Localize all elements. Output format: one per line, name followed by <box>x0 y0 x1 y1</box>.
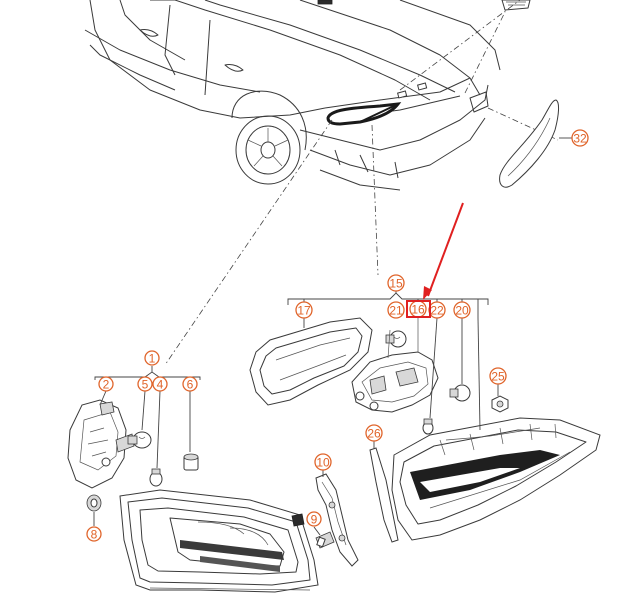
callout-8: 8 <box>86 526 102 542</box>
callout-text: 9 <box>311 513 318 527</box>
part-10-bracket <box>315 470 359 567</box>
callout-text: 20 <box>455 304 469 318</box>
part-1-outer-tail-light <box>119 489 319 593</box>
callout-text: 4 <box>157 378 164 392</box>
callout-text: 8 <box>91 528 98 542</box>
part-32-reflector <box>499 99 572 188</box>
callout-32: 32 <box>571 129 589 147</box>
part-4-small-bulb <box>149 390 163 487</box>
part-16-bulb-carrier <box>351 318 439 413</box>
car-body-illustration <box>84 0 531 191</box>
callout-1: 1 <box>144 350 160 366</box>
callout-text: 2 <box>103 378 110 392</box>
callout-text: 5 <box>142 378 149 392</box>
part-9-screw <box>313 526 335 549</box>
callout-5: 5 <box>137 376 153 392</box>
callout-text: 1 <box>149 352 156 366</box>
highlight-arrow <box>423 202 464 300</box>
callout-16: 16 <box>409 300 427 318</box>
callout-4: 4 <box>152 376 168 392</box>
callout-6: 6 <box>182 376 198 392</box>
callout-10: 10 <box>314 453 332 471</box>
callout-22: 22 <box>428 301 446 319</box>
callout-text: 25 <box>491 370 505 384</box>
part-5-bulb <box>127 390 152 449</box>
callout-text: 21 <box>389 304 403 318</box>
callout-text: 26 <box>367 427 381 441</box>
leader-lines <box>164 0 559 366</box>
part-25-nut <box>491 384 509 413</box>
inner-tail-light <box>391 317 601 541</box>
callout-text: 22 <box>430 304 444 318</box>
part-20-bulb <box>449 318 471 402</box>
part-2-bulb-holder <box>67 390 135 489</box>
callout-17: 17 <box>295 301 313 319</box>
callout-text: 15 <box>389 277 403 291</box>
callout-text: 16 <box>411 303 425 317</box>
callout-21: 21 <box>387 301 405 319</box>
callout-25: 25 <box>489 367 507 385</box>
callout-20: 20 <box>453 301 471 319</box>
callout-text: 10 <box>316 456 330 470</box>
part-8-grommet <box>86 494 102 526</box>
part-26-seal <box>369 441 399 543</box>
callout-labels: 1 2 45 6 8 9 10 15 16 17 20 21 22 25 26 32 <box>86 129 589 542</box>
callout-26: 26 <box>365 424 383 442</box>
highlight-box-16 <box>406 300 431 318</box>
part-6-cap <box>183 391 199 471</box>
callout-15: 15 <box>387 274 405 292</box>
part-22-small-bulb <box>422 317 438 435</box>
callout-9: 9 <box>306 511 322 527</box>
part-21-bulb <box>385 330 407 348</box>
callout-text: 17 <box>297 304 311 318</box>
callout-2: 2 <box>98 376 114 392</box>
part-17-gasket <box>249 317 373 406</box>
callout-text: 32 <box>573 132 587 146</box>
callout-text: 6 <box>187 378 194 392</box>
